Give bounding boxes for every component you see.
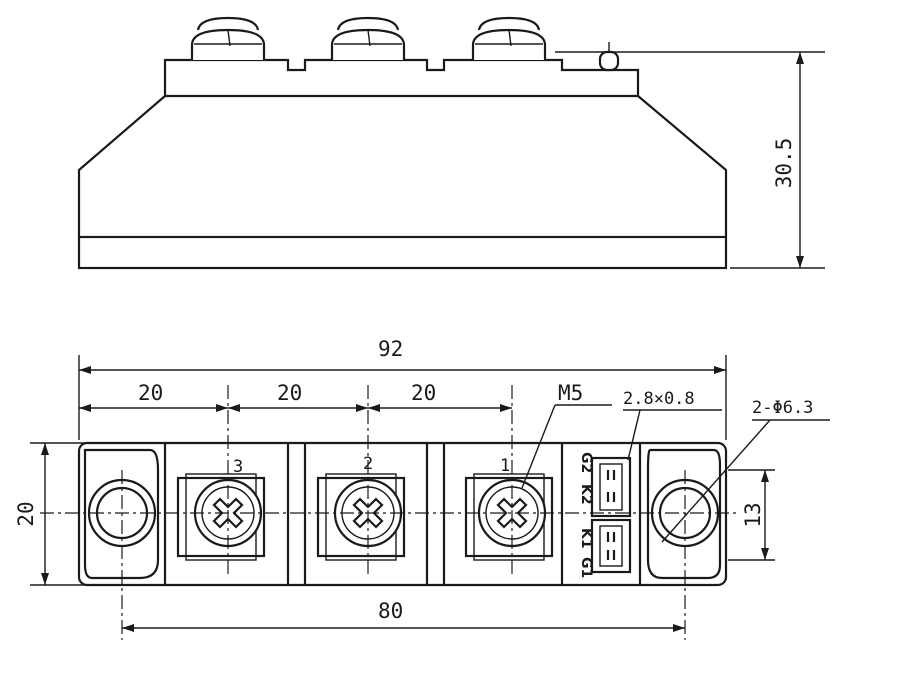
terminal-3 xyxy=(176,473,266,561)
terminal-1 xyxy=(464,473,554,561)
terminal-1-label: 1 xyxy=(500,456,510,476)
tab-size-label: 2.8×0.8 xyxy=(623,389,695,409)
gate-tab-side xyxy=(598,42,620,72)
width-dimension: 20 xyxy=(14,442,90,586)
overall-length-label: 92 xyxy=(378,337,403,361)
top-body-outline xyxy=(77,441,728,587)
side-top-cap xyxy=(163,58,640,96)
screw-head-1 xyxy=(471,16,547,60)
mount-spacing-label: 80 xyxy=(378,599,403,623)
hole-spacing-dimension: 13 xyxy=(728,469,775,561)
gate-tab-upper xyxy=(590,456,632,518)
pitch-3-label: 20 xyxy=(411,381,436,405)
thread-callout: M5 xyxy=(521,381,612,489)
screw-head-3 xyxy=(190,16,266,60)
height-side-label: 30.5 xyxy=(772,138,796,189)
side-view: 30.5 xyxy=(77,16,825,270)
pin-label-k2: K2 xyxy=(578,484,594,505)
pin-label-k1: K1 xyxy=(578,528,594,549)
side-base-plate xyxy=(77,235,728,270)
mount-holes-label: 2-Φ6.3 xyxy=(752,398,813,418)
mount-hole-right xyxy=(646,448,722,580)
side-body xyxy=(77,94,728,237)
overall-length-dimension: 92 xyxy=(78,337,727,440)
tab-size-callout: 2.8×0.8 xyxy=(623,389,722,461)
terminal-3-label: 3 xyxy=(233,457,243,477)
pitch-1-label: 20 xyxy=(138,381,163,405)
gate-tab-lower xyxy=(590,518,632,574)
thread-label: M5 xyxy=(558,381,583,405)
screw-head-2 xyxy=(330,16,406,60)
width-label: 20 xyxy=(14,501,38,526)
hole-spacing-label: 13 xyxy=(741,502,765,527)
mount-hole-callout: 2-Φ6.3 xyxy=(661,398,830,543)
height-dimension: 30.5 xyxy=(555,51,825,269)
pitch-dimension-chain: 20 20 20 xyxy=(79,381,512,412)
pin-label-g1: G1 xyxy=(578,557,594,578)
mount-spacing-dimension: 80 xyxy=(122,599,685,632)
pitch-2-label: 20 xyxy=(277,381,302,405)
terminal-2 xyxy=(316,473,406,561)
pin-label-g2: G2 xyxy=(578,452,594,473)
top-view: G2 K2 K1 G1 3 2 1 92 xyxy=(14,337,830,640)
